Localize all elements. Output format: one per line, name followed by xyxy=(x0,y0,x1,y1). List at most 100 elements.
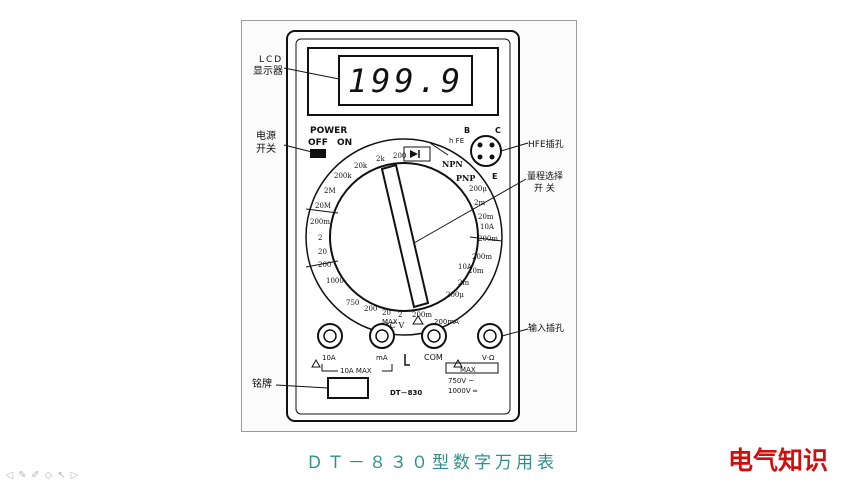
hfe-leader-line xyxy=(500,142,529,152)
power-off: OFF xyxy=(308,138,328,148)
jack-label: COM xyxy=(424,353,443,362)
next-icon[interactable]: ▷ xyxy=(70,469,79,481)
hfe-b-label: B xyxy=(464,126,470,135)
max-top-label: MAX xyxy=(382,318,398,326)
range-selector-label: 量程选择 xyxy=(527,170,563,182)
multimeter-diagram: 199.9 LCD 显示器 POWER OFF ON 电源 开关 B C E h… xyxy=(252,30,564,422)
hfe-socket[interactable] xyxy=(470,135,502,167)
power-label: 电源 xyxy=(256,129,276,142)
dial-dcv-label: 200m xyxy=(310,218,330,226)
power-switch[interactable] xyxy=(310,149,326,158)
warning-triangle-icon xyxy=(412,315,424,325)
slide-toolbar: ◁ ✎ ✐ ◇ ↖ ▷ xyxy=(4,468,80,482)
dial-aca-label: 200μ xyxy=(446,291,464,299)
lcd-reading: 199.9 xyxy=(348,62,464,100)
lcd-display xyxy=(338,55,473,106)
dial-acv-label: 20 xyxy=(382,309,391,317)
max-left-label: 10A MAX xyxy=(340,367,372,375)
warning-triangle-icon xyxy=(311,358,321,368)
watermark-logo: 电气知识 xyxy=(727,446,828,475)
lcd-label-2: 显示器 xyxy=(253,65,283,77)
dial-acv-label: 750 xyxy=(346,299,359,307)
dial-aca-label: 20m xyxy=(468,267,484,275)
dial-dca-label: 10A xyxy=(480,223,495,231)
dial-acv-title: AC V xyxy=(383,321,404,330)
dial-ohm-label: 200 xyxy=(393,152,406,160)
dial-divider xyxy=(429,142,449,156)
knob-pointer xyxy=(380,163,430,309)
dial-aca-label: 2m xyxy=(458,279,469,287)
dial-ohm-label: 200k xyxy=(334,172,352,180)
jack-label: V·Ω xyxy=(482,354,495,362)
figure-caption: ＤＴ－８３０型数字万用表 xyxy=(306,453,558,473)
dial-divider xyxy=(305,260,339,268)
input-jacks-label: 输入插孔 xyxy=(528,322,564,334)
dial-dcv-label: 2 xyxy=(318,234,322,242)
dial-npn-label: NPN xyxy=(442,159,463,169)
nameplate xyxy=(327,377,369,399)
limit-dc-label: 1000V ═ xyxy=(448,387,478,395)
dial-ohm-label: 20k xyxy=(354,162,368,170)
jack-label: 10A xyxy=(322,354,336,362)
dial-dca-label: 2m xyxy=(474,199,485,207)
dial-dcv-label: 20 xyxy=(318,248,327,256)
dial-dca-label: 200μ xyxy=(469,185,487,193)
hfe-e-label: E xyxy=(492,172,497,181)
dial-ohm-label: 2M xyxy=(324,187,336,195)
ground-arrow-icon xyxy=(404,354,410,366)
dial-ohm-label: 20M xyxy=(315,202,331,210)
dial-acv-label: 200m xyxy=(412,311,432,319)
max-top-label-2: 200mA xyxy=(434,318,459,326)
nameplate-label: 铭牌 xyxy=(252,377,272,390)
power-leader-line xyxy=(283,144,313,153)
dial-pnp-label: PNP xyxy=(456,173,475,183)
max-left-bracket xyxy=(382,364,393,372)
previous-icon[interactable]: ◁ xyxy=(5,469,14,481)
jack-v-ohm-hole xyxy=(483,329,497,343)
hfe-pin xyxy=(477,154,483,160)
model-label: DT－830 xyxy=(390,389,422,397)
dial-divider xyxy=(469,236,503,242)
hfe-pin xyxy=(489,142,495,148)
pointer-icon[interactable]: ↖ xyxy=(57,469,66,481)
power-label-2: 开关 xyxy=(256,142,276,155)
dial-dcv-label: 1000 xyxy=(326,277,344,285)
max-left-bracket xyxy=(321,364,338,372)
diode-icon xyxy=(410,150,418,158)
power-title: POWER xyxy=(310,126,347,136)
jack-com-hole xyxy=(427,329,441,343)
jack-label: mA xyxy=(376,354,388,362)
dial-acv-label: 200 xyxy=(364,305,377,313)
nameplate-leader-line xyxy=(275,384,329,389)
multimeter-figure: 199.9 LCD 显示器 POWER OFF ON 电源 开关 B C E h… xyxy=(241,20,577,432)
lcd-label: LCD xyxy=(259,55,283,65)
dial-aca-label: 200m xyxy=(472,253,492,261)
power-on: ON xyxy=(337,138,352,148)
max-right-box xyxy=(445,362,499,374)
dial-acv-label: 2 xyxy=(398,311,402,319)
pen-icon[interactable]: ✎ xyxy=(18,469,27,481)
hfe-label: HFE插孔 xyxy=(528,138,564,150)
lcd-leader-line xyxy=(283,67,340,80)
hfe-symbol: h FE xyxy=(449,137,464,145)
input-jacks-leader-line xyxy=(501,328,529,337)
range-selector-leader-line xyxy=(413,178,527,244)
range-selector-label-2: 开 关 xyxy=(534,182,555,194)
meter-inner-outline xyxy=(295,38,511,415)
hfe-c-label: C xyxy=(495,126,501,135)
hfe-pin xyxy=(489,154,495,160)
jack-ma-hole xyxy=(375,329,389,343)
lcd-bezel xyxy=(307,47,499,116)
dial-dca-label: 20m xyxy=(478,213,494,221)
dial-ohm-label: 2k xyxy=(376,155,385,163)
hfe-pin xyxy=(477,142,483,148)
dial-aca-label: 10A xyxy=(458,263,473,271)
max-right-label: MAX xyxy=(460,366,476,374)
jack-10a-hole xyxy=(323,329,337,343)
highlighter-icon[interactable]: ✐ xyxy=(31,469,40,481)
dial-dca-label: 200m xyxy=(478,235,498,243)
dial-dcv-label: 200 xyxy=(318,261,331,269)
limit-ac-label: 750V ~ xyxy=(448,377,474,385)
dial-divider xyxy=(305,208,339,214)
eraser-icon[interactable]: ◇ xyxy=(44,469,53,481)
